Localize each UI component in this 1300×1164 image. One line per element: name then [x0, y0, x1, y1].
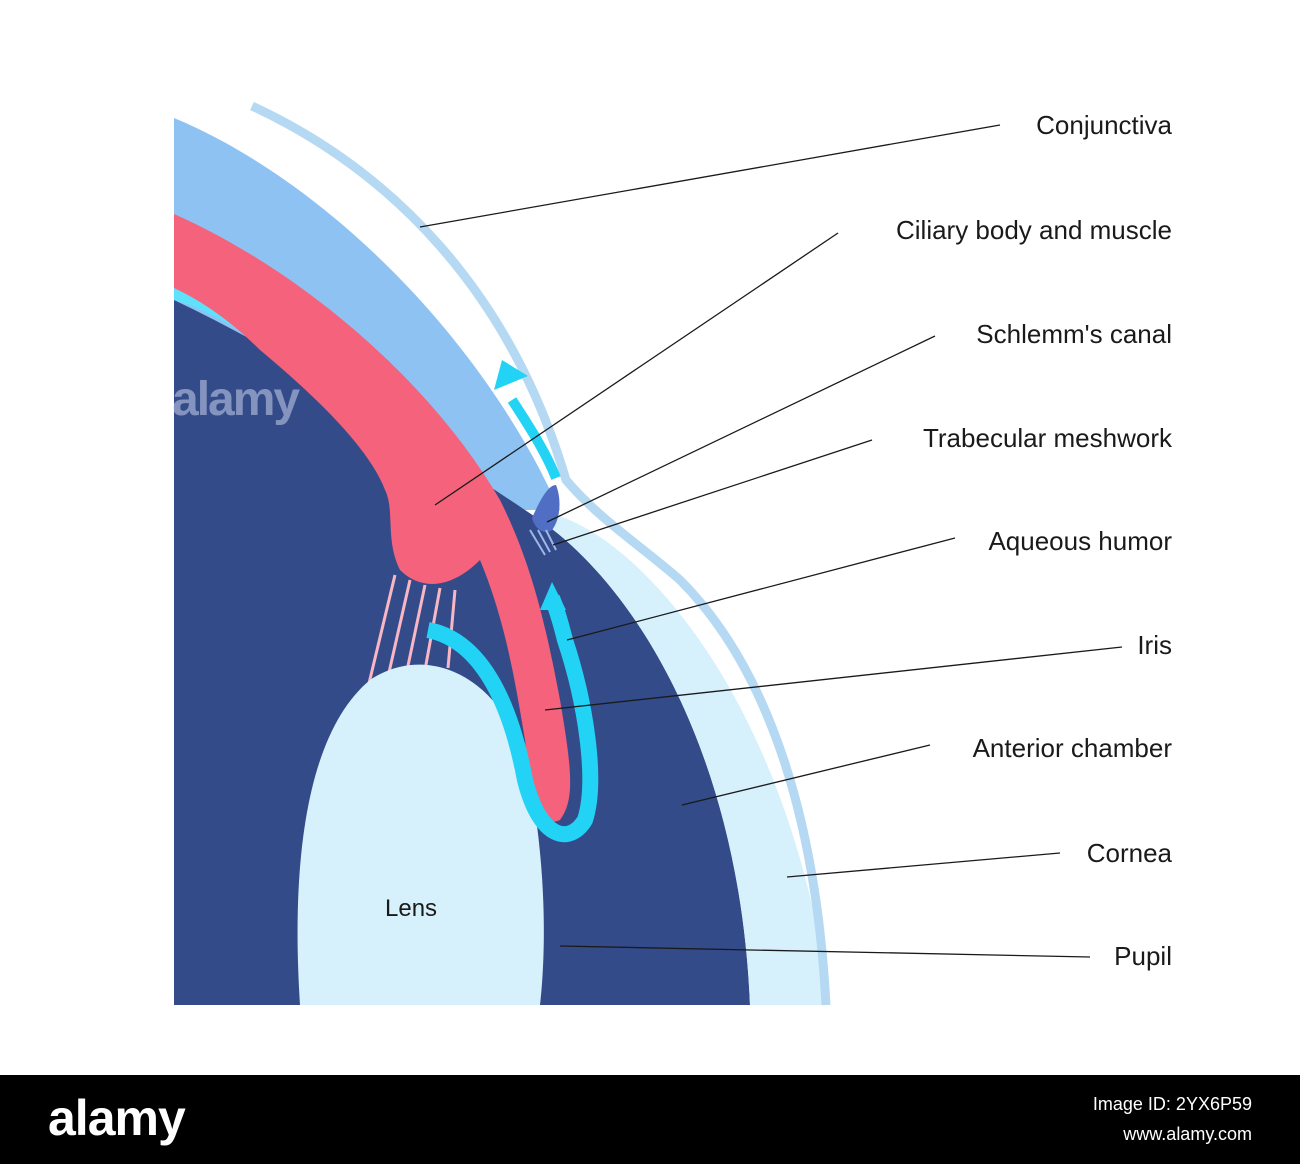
leader-iris — [544, 646, 1123, 711]
leader-conjunctiva — [419, 124, 1001, 228]
leader-anterior — [681, 744, 931, 806]
label-schlemms-canal: Schlemm's canal — [976, 319, 1172, 349]
footer-logo: alamy — [48, 1090, 186, 1146]
lens — [297, 664, 544, 1005]
label-cornea: Cornea — [1086, 838, 1172, 868]
leader-lines — [419, 124, 1123, 958]
label-anterior-chamber: Anterior chamber — [972, 733, 1172, 763]
label-ciliary-body: Ciliary body and muscle — [895, 215, 1172, 245]
label-trabecular-meshwork: Trabecular meshwork — [922, 423, 1172, 453]
leader-ciliary — [434, 232, 839, 506]
leader-schlemm — [546, 335, 936, 523]
ciliary-body — [174, 214, 571, 822]
watermark: alamy — [172, 373, 300, 426]
label-lens: Lens — [385, 895, 438, 922]
label-conjunctiva: Conjunctiva — [1036, 110, 1172, 140]
footer-bar: alamy Image ID: 2YX6P59 www.alamy.com — [0, 1075, 1300, 1164]
label-pupil: Pupil — [1114, 941, 1172, 971]
label-iris: Iris — [1137, 630, 1172, 660]
conjunctiva-line — [250, 101, 831, 1006]
flow-arrow-upper — [494, 360, 528, 390]
cornea-shape — [540, 515, 830, 1005]
trabecular-meshwork — [529, 529, 557, 556]
leader-trabecular — [552, 439, 873, 546]
leader-cornea — [786, 852, 1061, 878]
aqueous-outflow — [507, 397, 561, 480]
aqueous-flow — [426, 594, 599, 843]
site-url: www.alamy.com — [1123, 1124, 1252, 1144]
image-id: Image ID: 2YX6P59 — [1092, 1094, 1252, 1114]
leader-aqueous — [566, 537, 956, 641]
label-aqueous-humor: Aqueous humor — [988, 526, 1172, 556]
footer-info: Image ID: 2YX6P59 www.alamy.com — [1093, 1089, 1252, 1149]
schlemms-canal — [532, 485, 560, 532]
flow-arrow-lower — [540, 582, 566, 610]
leader-pupil — [559, 945, 1091, 958]
eye-anatomy-diagram — [174, 101, 1123, 1006]
